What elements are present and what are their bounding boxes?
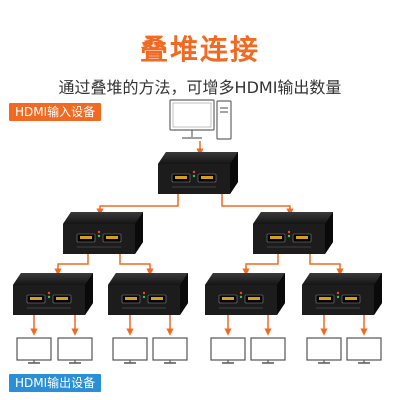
splitter-level2-right-icon (253, 212, 333, 254)
display-4-icon (152, 337, 188, 364)
arrow-top-to-right-splitter (221, 193, 294, 216)
page-title: 叠堆连接 (139, 33, 260, 66)
splitter-level3-d-icon (302, 273, 382, 315)
splitter-level3-c-icon (205, 273, 285, 315)
arrow-l2a-to-l3b (119, 252, 154, 276)
display-1-icon (16, 337, 52, 364)
display-6-icon (250, 337, 286, 364)
arrow-top-to-left-splitter (96, 193, 179, 216)
arrow-l2a-to-l3a (54, 252, 89, 276)
display-5-icon (210, 337, 246, 364)
connection-arrows (30, 141, 368, 336)
display-7-icon (306, 337, 342, 364)
display-2-icon (57, 337, 93, 364)
hdmi-output-devices-label: HDMI输出设备 (9, 374, 102, 392)
display-8-icon (346, 337, 382, 364)
source-computer-icon (169, 99, 232, 140)
splitter-level1-icon (158, 152, 238, 194)
page-subtitle: 通过叠堆的方法，可增多HDMI输出数量 (58, 78, 342, 97)
hdmi-input-devices-label: HDMI输入设备 (9, 103, 102, 121)
display-3-icon (112, 337, 148, 364)
arrow-l2b-to-l3d (309, 252, 344, 276)
splitter-level3-a-icon (13, 273, 93, 315)
splitter-level3-b-icon (108, 273, 188, 315)
splitter-level2-left-icon (63, 212, 143, 254)
arrow-l2b-to-l3c (242, 252, 279, 276)
